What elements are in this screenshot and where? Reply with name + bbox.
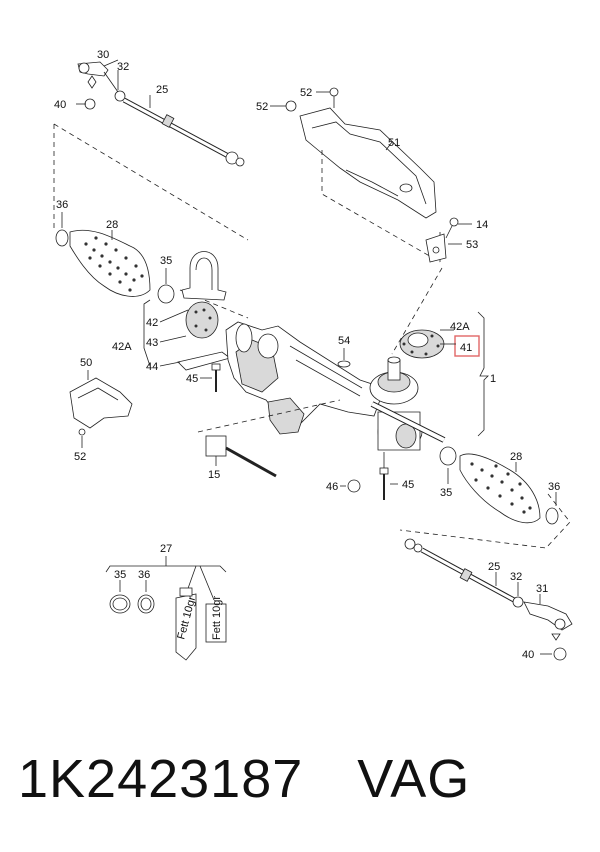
bolt-45-right: [379, 467, 389, 500]
cap-54: [337, 360, 351, 368]
callout-45-right: 45: [402, 479, 414, 491]
callout-28-left: 28: [106, 219, 118, 231]
clamp-35-kit: [109, 594, 131, 614]
bolt-46: [347, 479, 361, 493]
callout-32-upper: 32: [117, 61, 129, 73]
grease-tube: Fett 10gr: [175, 587, 198, 661]
nut-40-lower: [553, 647, 567, 661]
callout-25-lower: 25: [488, 561, 500, 573]
callout-44: 44: [146, 361, 158, 373]
callout-25-upper: 25: [156, 84, 168, 96]
callout-43: 43: [146, 337, 158, 349]
callout-42: 42: [146, 317, 158, 329]
callout-52-lower: 52: [74, 451, 86, 463]
callout-50: 50: [80, 357, 92, 369]
callout-42a-right: 42A: [450, 321, 470, 333]
callout-1: 1: [490, 373, 496, 385]
callout-14: 14: [476, 219, 488, 231]
highlight-box-41: [454, 335, 480, 357]
svg-text:Fett 10gr: Fett 10gr: [211, 596, 223, 640]
callout-35-right: 35: [440, 487, 452, 499]
clamp-36-kit: [137, 594, 155, 614]
rubber-bushing-43: [185, 301, 219, 339]
clamp-35-left: [157, 284, 175, 304]
tie-rod-lower-right: [404, 538, 516, 603]
callout-40-upper: 40: [54, 99, 66, 111]
tie-rod-end-upper-left: [77, 61, 126, 110]
callout-28-right: 28: [510, 451, 522, 463]
callout-45-left: 45: [186, 373, 198, 385]
tie-rod-upper-left: [122, 97, 245, 167]
callout-52-left: 52: [256, 101, 268, 113]
callout-51: 51: [388, 137, 400, 149]
tie-rod-end-lower-right: [523, 601, 573, 641]
callout-30: 30: [97, 49, 109, 61]
callout-52-top: 52: [300, 87, 312, 99]
part-caption: 1K2423187 VAG: [18, 748, 588, 828]
screw-52-c: [78, 428, 86, 436]
brand-name: VAG: [357, 749, 471, 809]
cover-50: [69, 377, 133, 429]
callout-36-left: 36: [56, 199, 68, 211]
callout-53: 53: [466, 239, 478, 251]
rubber-boot-left: [69, 229, 151, 297]
clamp-36-left: [55, 229, 69, 247]
callout-40-lower: 40: [522, 649, 534, 661]
callout-31: 31: [536, 583, 548, 595]
bolt-45-left: [211, 363, 221, 392]
part-number: 1K2423187: [18, 749, 304, 809]
callout-27: 27: [160, 543, 172, 555]
screw-14: [445, 217, 459, 239]
nut-32-lower: [512, 596, 524, 608]
bolt-52-a: [285, 100, 297, 112]
steering-rack-housing: [225, 321, 381, 435]
callout-46: 46: [326, 481, 338, 493]
exploded-parts-diagram: Fett 10gr Fett 10gr 30 32 25 40 52 52 51…: [53, 49, 573, 661]
clamp-35-right: [439, 446, 457, 466]
rubber-boot-right: [459, 453, 541, 524]
clamp-plate-44: [177, 351, 231, 371]
callout-36-right: 36: [548, 481, 560, 493]
mounting-bracket-42: [181, 251, 227, 301]
bushing-41: [399, 329, 445, 359]
bracket-53: [425, 233, 447, 263]
callout-54: 54: [338, 335, 350, 347]
callout-15: 15: [208, 469, 220, 481]
heat-shield: [299, 107, 437, 219]
callout-32-lower: 32: [510, 571, 522, 583]
callout-42a-left: 42A: [112, 341, 132, 353]
callout-41: 41: [460, 342, 472, 354]
grease-tube-label-card: Fett 10gr: [205, 596, 227, 643]
callout-35-kit: 35: [114, 569, 126, 581]
bolt-52-b: [329, 87, 339, 97]
callout-36-kit: 36: [138, 569, 150, 581]
clamp-36-right: [545, 507, 559, 525]
callout-35-left: 35: [160, 255, 172, 267]
electrical-connector-15: [205, 435, 277, 478]
